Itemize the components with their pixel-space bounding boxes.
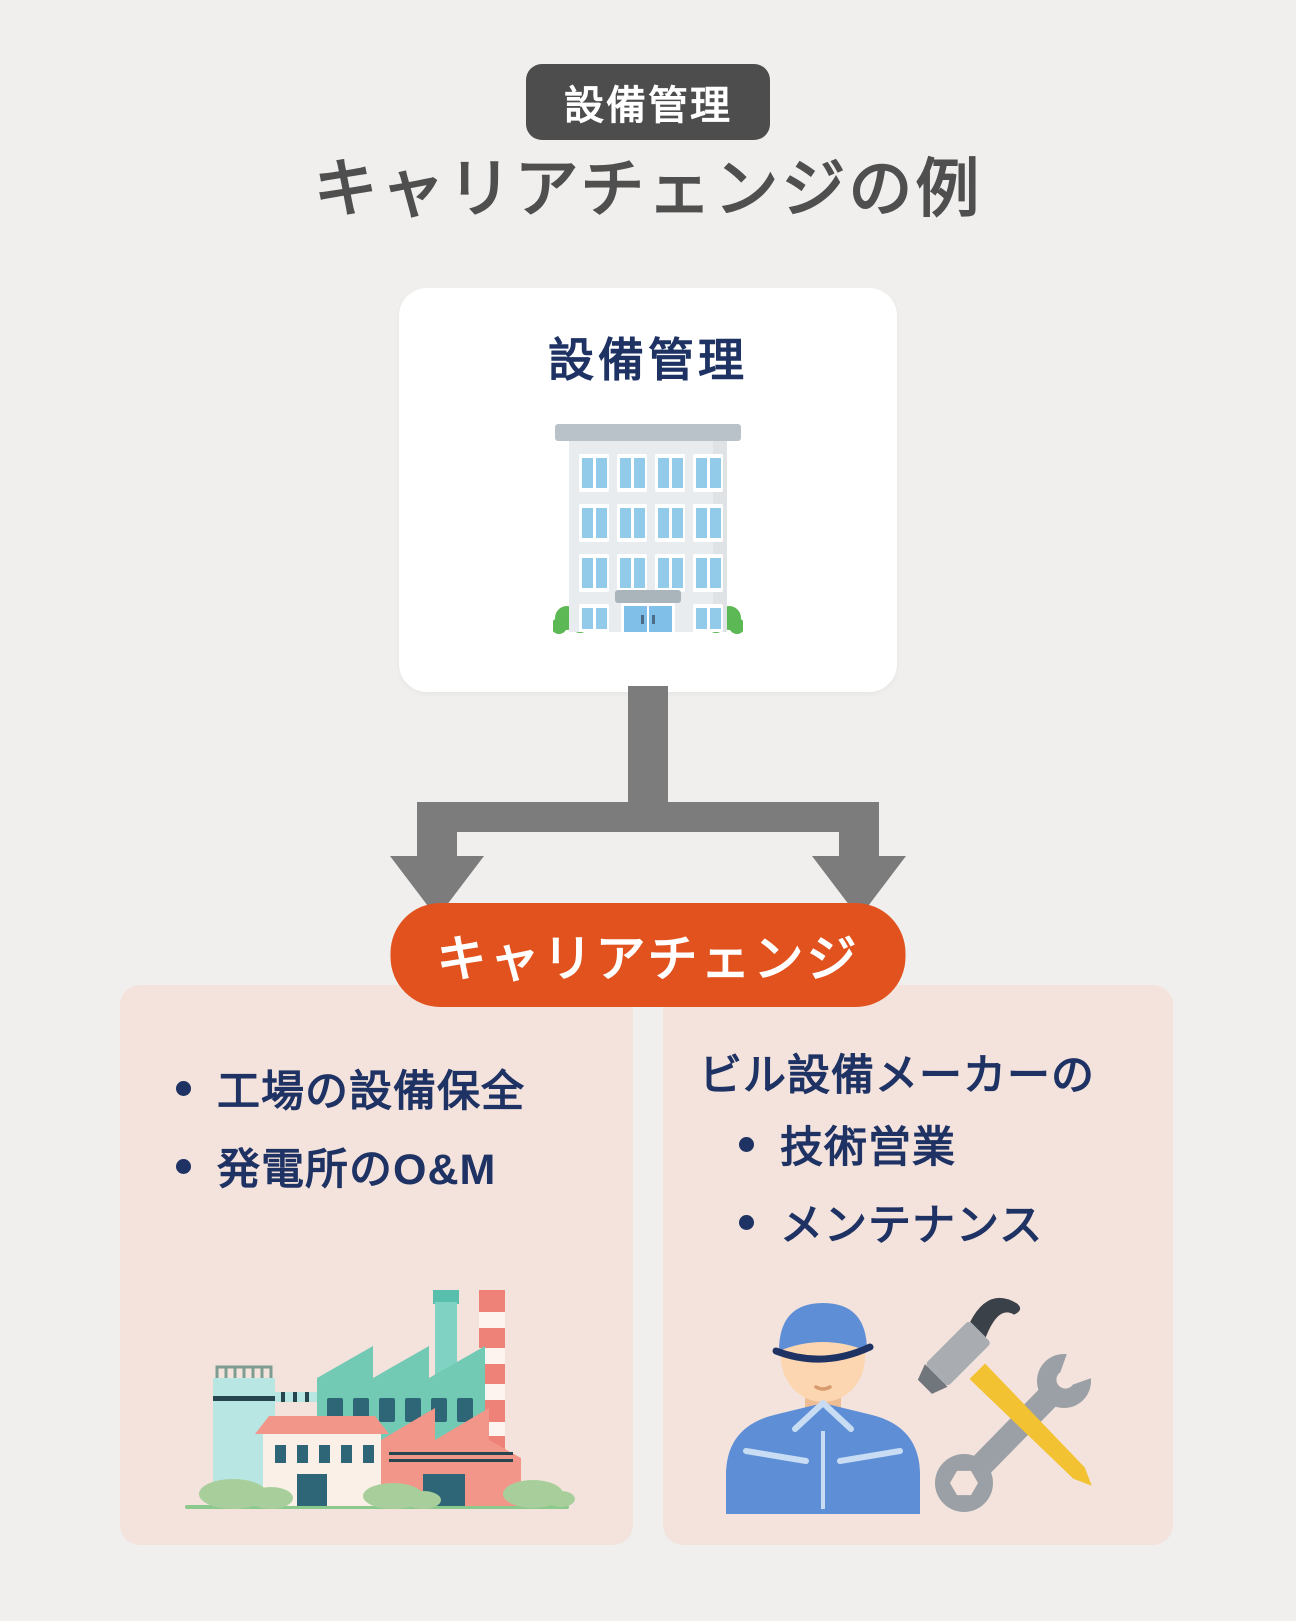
entrance-doors <box>621 603 675 632</box>
factory-icon <box>177 1282 577 1519</box>
split-arrow-icon <box>380 686 916 926</box>
wrench-illustration <box>935 1334 1111 1512</box>
maintenance-worker-illustration <box>726 1303 920 1514</box>
worker-and-tools-icon <box>708 1279 1128 1519</box>
bullet-label: 発電所のO&M <box>217 1146 497 1194</box>
teal-building-windows <box>326 1398 473 1422</box>
branch-card-plant: 工場の設備保全 発電所のO&M <box>120 985 633 1545</box>
bullet-dot <box>176 1080 191 1096</box>
factory-bushes <box>198 1479 575 1509</box>
branch-heading: ビル設備メーカーの <box>699 1052 1095 1100</box>
branch-card-building-maker: ビル設備メーカーの 技術営業 メンテナンス <box>663 985 1173 1545</box>
entrance-canopy <box>615 590 681 603</box>
category-badge: 設備管理 <box>526 64 770 140</box>
building-maker-bullet-list: 技術営業 メンテナンス <box>663 1113 1173 1253</box>
plant-bullet-list: 工場の設備保全 発電所のO&M <box>120 1057 633 1197</box>
bullet-dot <box>176 1158 191 1174</box>
office-building-icon <box>553 424 743 634</box>
hammer-illustration <box>917 1297 1092 1486</box>
bullet-dot <box>739 1214 754 1230</box>
source-card-label: 設備管理 <box>548 334 748 386</box>
bullet-label: メンテナンス <box>780 1202 1044 1250</box>
cream-building-windows <box>274 1445 374 1463</box>
page-title: キャリアチェンジの例 <box>313 153 983 225</box>
source-card: 設備管理 <box>399 288 897 692</box>
career-change-pill: キャリアチェンジ <box>390 903 906 1007</box>
bullet-label: 工場の設備保全 <box>217 1068 525 1116</box>
list-item: 工場の設備保全 <box>176 1057 633 1119</box>
bullet-dot <box>739 1136 754 1152</box>
bullet-label: 技術営業 <box>780 1124 956 1172</box>
list-item: 技術営業 <box>739 1113 1173 1175</box>
building-windows <box>579 454 723 632</box>
list-item: メンテナンス <box>739 1191 1173 1253</box>
list-item: 発電所のO&M <box>176 1135 633 1197</box>
